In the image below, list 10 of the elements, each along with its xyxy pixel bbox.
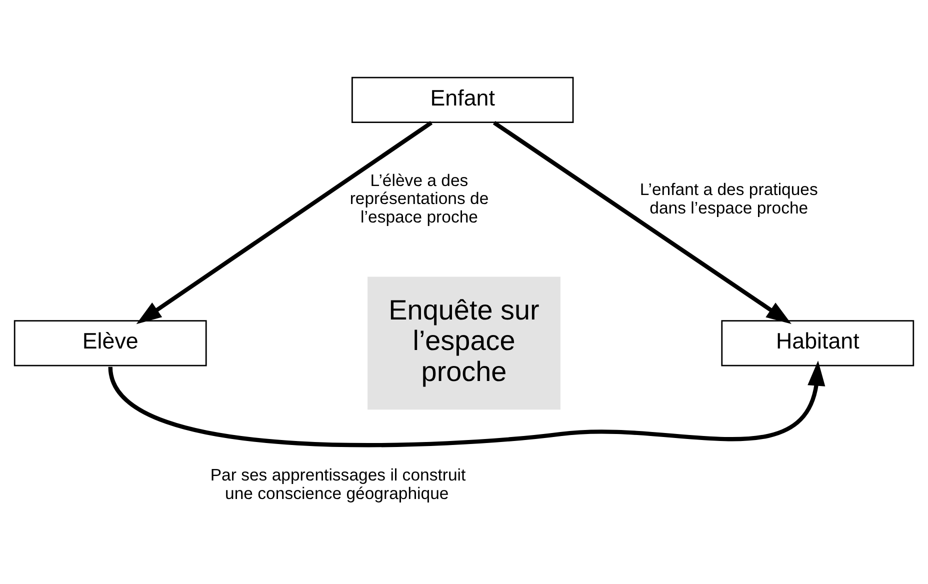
node-box: Elève (14, 320, 207, 366)
edge-label: L’élève a des représentations de l’espace proche (350, 171, 489, 226)
arrow (136, 120, 433, 324)
node-box: Enquête sur l’espace proche (368, 276, 560, 410)
edge-label: L’enfant a des pratiques dans l’espace proche (640, 180, 818, 218)
node-box: Enfant (351, 76, 574, 124)
edge-label: Par ses apprentissages il construit une conscience géographique (210, 466, 466, 503)
arrow (492, 120, 792, 324)
node-box: Habitant (721, 320, 914, 366)
arrow (108, 360, 826, 448)
